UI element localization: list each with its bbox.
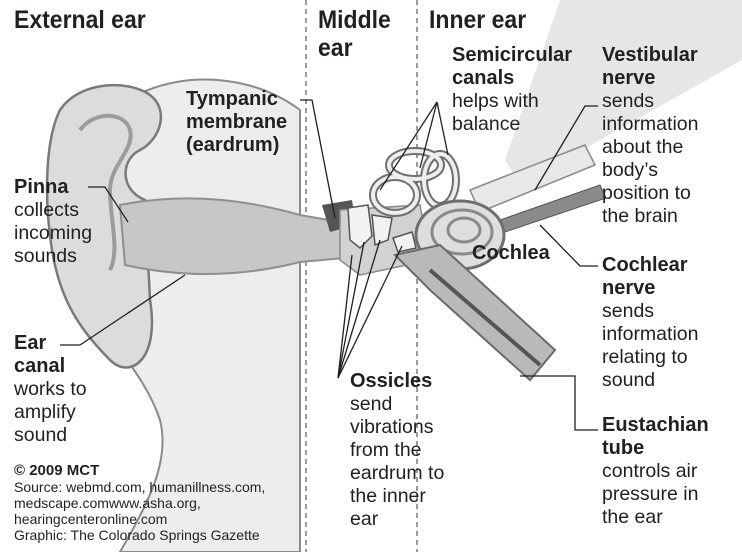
cochlea-title: Cochlea <box>472 242 550 265</box>
leader-eustachian <box>520 376 598 430</box>
ossicles-desc: send vibrations from the eardrum to the … <box>350 393 450 531</box>
eustachian-title: Eustachian tube <box>602 414 722 460</box>
copyright: © 2009 MCT <box>14 462 99 479</box>
vestibular-title: Vestibular nerve <box>602 44 712 90</box>
label-cochlear-nerve: Cochlear nerve sends information relatin… <box>602 254 720 392</box>
label-ear-canal: Ear canal works to amplify sound <box>14 332 114 447</box>
label-ossicles: Ossicles send vibrations from the eardru… <box>350 370 450 531</box>
cochlear-nerve-title: Cochlear nerve <box>602 254 702 300</box>
credits-block: © 2009 MCT Source: webmd.com, humanillne… <box>14 462 265 543</box>
label-vestibular-nerve: Vestibular nerve sends information about… <box>602 44 720 228</box>
section-middle-ear: Middle ear <box>318 6 410 62</box>
ear-canal-shape <box>120 198 345 274</box>
semicircular-title: Semicircular canals <box>452 44 592 90</box>
pinna-title: Pinna <box>14 176 106 199</box>
semicircular-desc: helps with balance <box>452 90 592 136</box>
label-semicircular-canals: Semicircular canals helps with balance <box>452 44 592 136</box>
leader-semicircular-3 <box>437 102 448 155</box>
ossicles-title: Ossicles <box>350 370 450 393</box>
label-eustachian-tube: Eustachian tube controls air pressure in… <box>602 414 730 529</box>
cochlear-nerve-desc: sends information relating to sound <box>602 300 720 392</box>
section-external-ear: External ear <box>14 6 146 34</box>
source-line-2: medscape.comwww.asha.org, <box>14 495 201 511</box>
label-tympanic-membrane: Tympanic membrane (eardrum) <box>186 88 300 157</box>
label-cochlea: Cochlea <box>472 242 550 265</box>
tympanic-title: Tympanic membrane (eardrum) <box>186 88 300 157</box>
ear-canal-desc: works to amplify sound <box>14 378 114 447</box>
source-line-3: hearingcenteronline.com <box>14 511 167 527</box>
source-line-1: Source: webmd.com, humanillness.com, <box>14 479 265 495</box>
label-pinna: Pinna collects incoming sounds <box>14 176 106 268</box>
pinna-desc: collects incoming sounds <box>14 199 106 268</box>
graphic-credit: Graphic: The Colorado Springs Gazette <box>14 527 260 543</box>
eustachian-desc: controls air pressure in the ear <box>602 460 730 529</box>
vestibular-desc: sends information about the body’s posit… <box>602 90 720 228</box>
section-inner-ear: Inner ear <box>429 6 526 34</box>
ear-canal-title: Ear canal <box>14 332 74 378</box>
